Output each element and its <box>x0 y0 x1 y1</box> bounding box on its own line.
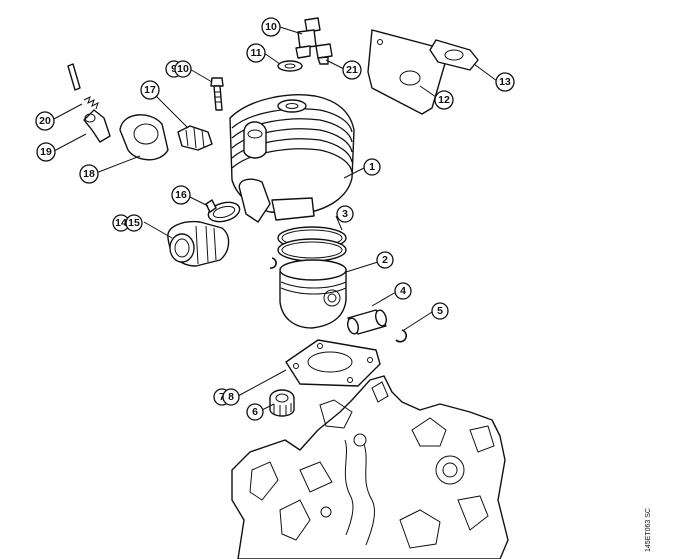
callout-6: 6 <box>246 403 264 421</box>
piston <box>279 259 347 329</box>
exhaust-gasket <box>429 39 479 71</box>
callout-label: 12 <box>438 94 450 106</box>
callout-16: 16 <box>171 185 191 205</box>
callout-12: 12 <box>434 90 454 110</box>
callout-label: 9 <box>171 63 177 75</box>
callout-label: 18 <box>83 168 95 180</box>
callout-label: 3 <box>342 208 348 220</box>
spring <box>83 96 99 110</box>
callout-14: 14 <box>112 214 130 232</box>
callout-label: 1 <box>369 161 375 173</box>
cylinder <box>229 94 355 223</box>
intake-flange <box>119 114 169 161</box>
sealing-washer <box>277 60 303 72</box>
elbow-connector <box>83 109 111 143</box>
callout-label: 20 <box>39 115 51 127</box>
leader-lines <box>51 26 498 411</box>
spring-pin <box>67 63 81 91</box>
cylinder-screw <box>210 77 224 111</box>
callout-15: 15 <box>125 214 143 232</box>
callout-13: 13 <box>495 72 515 92</box>
snap-ring-left <box>269 257 277 269</box>
callout-label: 15 <box>128 217 140 229</box>
callout-19: 19 <box>36 142 56 162</box>
callout-label: 13 <box>499 76 511 88</box>
callout-label: 5 <box>437 305 443 317</box>
callout-label: 19 <box>40 146 52 158</box>
callout-label: 14 <box>115 217 127 229</box>
hose-fitting <box>177 125 213 151</box>
callout-label: 21 <box>346 64 358 76</box>
snap-ring <box>395 329 408 343</box>
decompression-valve <box>295 17 321 59</box>
callout-label: 7 <box>219 391 225 403</box>
callout-2: 2 <box>376 251 394 269</box>
callout-label: 4 <box>400 285 406 297</box>
piston-pin <box>347 309 387 335</box>
hose-clamp <box>205 199 241 223</box>
drawing-code: 145ET063 SC <box>645 508 652 552</box>
callout-label: 2 <box>382 254 388 266</box>
intake-manifold <box>167 220 230 267</box>
callout-4: 4 <box>394 282 412 300</box>
callout-10-valve: 10 <box>261 17 281 37</box>
callout-label: 10 <box>177 63 189 75</box>
crankcase-housing <box>231 375 509 559</box>
callout-label: 10 <box>265 21 277 33</box>
callout-1: 1 <box>363 158 381 176</box>
callout-10: 10 <box>174 60 192 78</box>
needle-cage <box>269 389 295 417</box>
callout-8: 8 <box>222 388 240 406</box>
callout-11: 11 <box>246 43 266 63</box>
callout-label: 6 <box>252 406 258 418</box>
callout-label: 11 <box>250 47 261 59</box>
callout-20: 20 <box>35 111 55 131</box>
cylinder-base-gasket <box>285 339 381 387</box>
callout-5: 5 <box>431 302 449 320</box>
callout-21: 21 <box>342 60 362 80</box>
callout-18: 18 <box>79 164 99 184</box>
callout-label: 16 <box>175 189 187 201</box>
plug <box>315 43 333 65</box>
callout-label: 8 <box>228 391 234 403</box>
callout-17: 17 <box>140 80 160 100</box>
callout-label: 17 <box>144 84 156 96</box>
callout-3: 3 <box>336 205 354 223</box>
piston-rings <box>277 226 347 262</box>
